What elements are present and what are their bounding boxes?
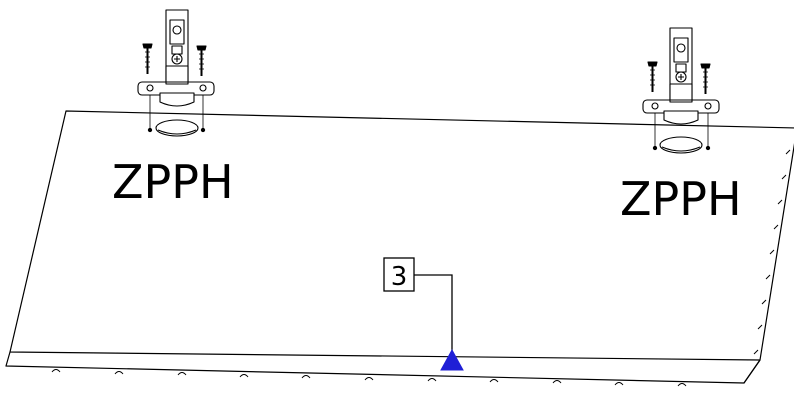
left-hinge-screw-right — [196, 45, 207, 76]
right-hinge-screw-right — [700, 63, 711, 94]
right-hinge-assembly — [642, 27, 720, 154]
left-hinge-code-label: ZPPH — [112, 155, 234, 209]
front-edge-ticks — [51, 369, 687, 387]
left-hinge-assembly — [137, 9, 215, 137]
callout-leader-line — [414, 274, 453, 352]
right-hinge-screw-left — [647, 61, 658, 92]
cabinet-door-panel — [5, 110, 794, 384]
callout-3: 3 — [383, 257, 464, 371]
right-hinge-cup-hole — [659, 136, 703, 154]
right-hinge-code-label: ZPPH — [620, 172, 742, 226]
callout-number: 3 — [391, 262, 408, 292]
left-hinge-cup-hole — [155, 119, 199, 137]
right-edge-ticks — [753, 149, 791, 355]
panel-right-edge — [743, 359, 761, 384]
left-hinge-screw-left — [142, 43, 153, 74]
edge-marker-triangle — [440, 348, 464, 371]
callout-number-box — [383, 257, 415, 292]
